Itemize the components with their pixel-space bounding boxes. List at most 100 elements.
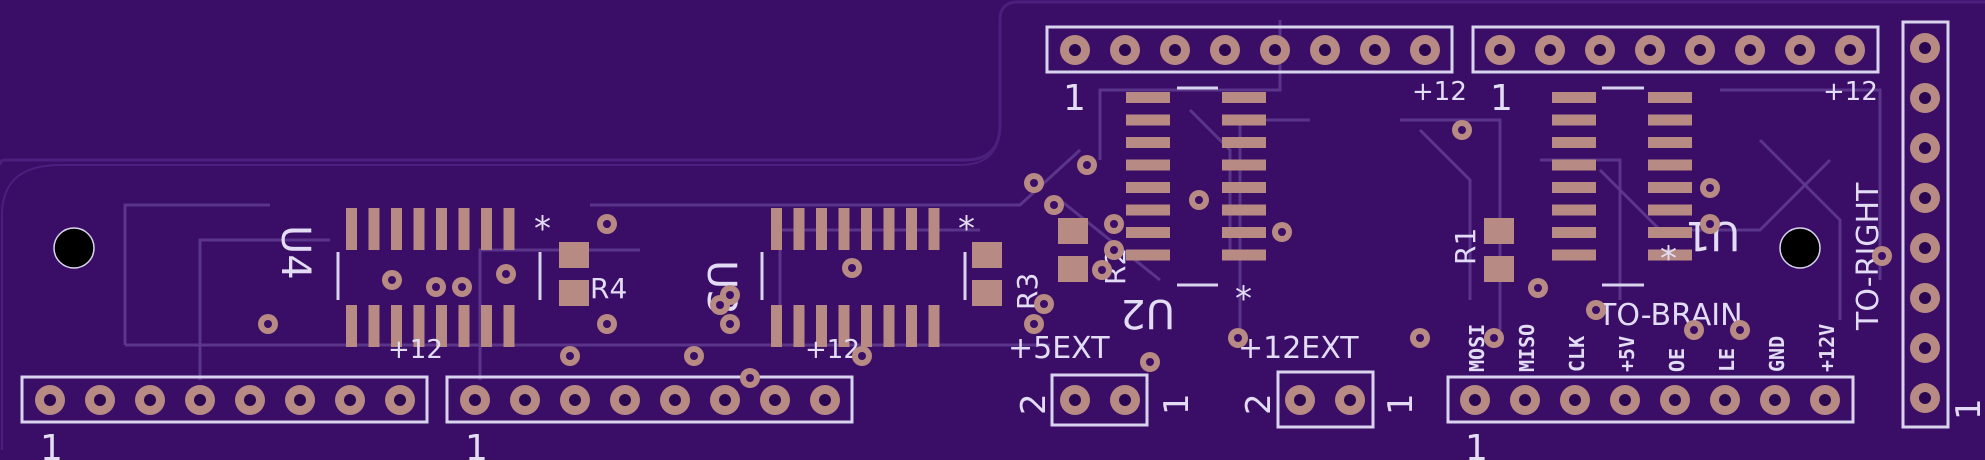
smd-pad <box>793 305 805 347</box>
smd-pad <box>346 208 357 250</box>
via <box>720 314 740 334</box>
smd-pad <box>1552 249 1596 261</box>
smd-pad <box>771 208 782 250</box>
smd-pad <box>906 305 917 347</box>
connector-12ext: +12EXT 2 1 <box>1238 331 1421 429</box>
via <box>258 314 278 334</box>
smd-pad <box>906 208 917 250</box>
board-edge-notch <box>0 0 1985 166</box>
smd-pad <box>391 305 402 347</box>
smd-pad <box>883 305 895 347</box>
smd-pad <box>346 305 357 347</box>
via <box>1586 300 1606 320</box>
smd-pad <box>436 305 447 347</box>
header-pin <box>1735 35 1765 65</box>
smd-pad <box>1552 182 1596 193</box>
header-top-right-pin1-label: 1 <box>1490 78 1513 119</box>
header-pin <box>185 385 215 415</box>
smd-pad <box>481 208 492 250</box>
smd-pad <box>413 208 425 250</box>
u4-pin1-marker: * <box>534 209 551 249</box>
chip-u1: U1 * <box>1552 86 1740 287</box>
smd-pad <box>1222 227 1266 238</box>
u4-plus12-label: +12 <box>388 335 443 365</box>
smd-pad <box>391 208 402 250</box>
via <box>1452 120 1472 140</box>
smd-pad <box>1222 204 1266 216</box>
via <box>1730 320 1750 340</box>
via <box>1228 328 1248 348</box>
smd-pad <box>1126 114 1170 126</box>
header-pin <box>135 385 165 415</box>
header-pin <box>1685 35 1715 65</box>
smd-pad <box>1648 182 1692 193</box>
smd-pad <box>458 208 470 250</box>
header-top-right-plus12-label: +12 <box>1823 77 1878 107</box>
smd-pad <box>1648 159 1692 171</box>
to-brain-pin-label: OE <box>1665 348 1689 372</box>
smd-pad <box>1222 92 1266 103</box>
header-bottom-left-2: 1 <box>445 375 854 460</box>
header-pin <box>1060 385 1090 415</box>
via <box>452 277 472 297</box>
u2-pin1-marker: * <box>1235 279 1252 319</box>
header-pin <box>285 385 315 415</box>
header-pin <box>1410 35 1440 65</box>
smd-pad <box>771 305 782 347</box>
header-pin <box>1810 385 1840 415</box>
chip-u2: U2 * <box>1120 86 1266 336</box>
header-top-right: 1 +12 <box>1471 25 1880 119</box>
smd-pad <box>1648 249 1692 261</box>
header-pin <box>710 385 740 415</box>
header-pin <box>1660 385 1690 415</box>
header-pin <box>1335 385 1365 415</box>
header-pin <box>1635 35 1665 65</box>
smd-pad <box>838 208 850 250</box>
via <box>560 346 580 366</box>
via <box>684 346 704 366</box>
smd-pad <box>1222 249 1266 261</box>
smd-pad <box>368 305 380 347</box>
r1-label: R1 <box>1449 228 1482 265</box>
header-pin <box>85 385 115 415</box>
header-pin <box>1285 385 1315 415</box>
smd-pad <box>1648 114 1692 126</box>
smd-pad <box>1126 137 1170 148</box>
via <box>496 264 516 284</box>
smd-pad <box>816 208 827 250</box>
via <box>597 214 617 234</box>
smd-pad <box>1552 159 1596 171</box>
board-edge-left-corner <box>1 20 1001 450</box>
smd-pad <box>503 305 515 347</box>
ext12-label: +12EXT <box>1238 331 1359 366</box>
smd-pad <box>481 305 492 347</box>
header-pin <box>1560 385 1590 415</box>
ext12-pin2-label: 2 <box>1239 393 1279 415</box>
header-pin <box>1910 333 1940 363</box>
smd-pad <box>928 305 940 347</box>
via <box>1272 222 1292 242</box>
connector-5ext: +5EXT 2 1 <box>1008 331 1197 427</box>
header-pin <box>1460 385 1490 415</box>
ext5-pin1-label: 1 <box>1157 393 1197 415</box>
smd-pad <box>861 305 872 347</box>
via <box>852 346 872 366</box>
header-pin <box>235 385 265 415</box>
via <box>842 258 862 278</box>
via <box>1700 178 1720 198</box>
header-pin <box>1210 35 1240 65</box>
header-pin <box>1910 183 1940 213</box>
via <box>1528 278 1548 298</box>
header-pin <box>1910 383 1940 413</box>
header-pin <box>1110 35 1140 65</box>
smd-pad <box>1126 182 1170 193</box>
header-pin <box>385 385 415 415</box>
header-top-left: 1 +12 <box>1045 25 1467 119</box>
to-brain-pin-label: CLK <box>1565 336 1589 372</box>
via <box>1024 314 1044 334</box>
chip-u3: U3 * +12 <box>698 208 975 365</box>
mounting-hole-left <box>53 227 95 269</box>
header-pin <box>335 385 365 415</box>
header-pin <box>1510 385 1540 415</box>
